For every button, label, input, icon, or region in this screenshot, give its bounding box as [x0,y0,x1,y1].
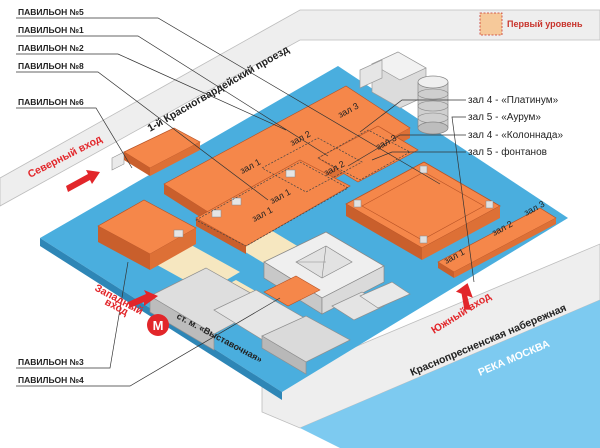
hall-fountains-label: зал 5 - фонтанов [468,146,547,158]
first-level-outlines [195,129,411,247]
grey-buildings [111,51,449,375]
metro-letter: М [153,318,164,333]
north-entrance-arrow-icon [66,170,100,192]
pavilion-square-aurum[interactable] [345,161,501,260]
legend: Первый уровень [479,12,583,36]
hall-platinum-label: зал 4 - «Платинум» [468,95,559,106]
legend-swatch [479,12,503,36]
pavilion-1-label: ПАВИЛЬОН №1 [18,25,84,35]
south-entrance-arrow-icon [455,283,473,310]
tower-icon [417,75,449,135]
pavilion-6-label: ПАВИЛЬОН №6 [18,97,84,107]
pavilion-4-label: ПАВИЛЬОН №4 [18,375,84,385]
hall-colonnade-label: зал 4 - «Колоннада» [468,130,563,141]
pavilion-5-label: ПАВИЛЬОН №5 [18,7,84,17]
hall-labels: зал 4 - «Платинум» зал 5 - «Аурум» зал 4… [468,95,563,158]
pavilion-labels: ПАВИЛЬОН №5 ПАВИЛЬОН №1 ПАВИЛЬОН №2 ПАВИ… [18,7,84,385]
metro-icon [147,314,169,336]
north-road [0,9,600,207]
pavilion-8-mid[interactable] [195,159,351,254]
pavilion-8-block[interactable] [97,199,197,270]
pavilion-2-label: ПАВИЛЬОН №2 [18,43,84,53]
hall-aurum-label: зал 5 - «Аурум» [468,112,541,123]
moscow-river [300,300,600,448]
legend-label: Первый уровень [507,19,583,29]
pavilion-3-label: ПАВИЛЬОН №3 [18,357,84,367]
leader-lines [16,17,475,387]
pavilion-south-east[interactable] [437,207,557,278]
west-entrance-arrow-icon [128,290,158,308]
pavilion-6-block[interactable] [123,127,201,176]
pavilion-4-slab[interactable] [263,275,321,307]
pavilion-8-label: ПАВИЛЬОН №8 [18,61,84,71]
